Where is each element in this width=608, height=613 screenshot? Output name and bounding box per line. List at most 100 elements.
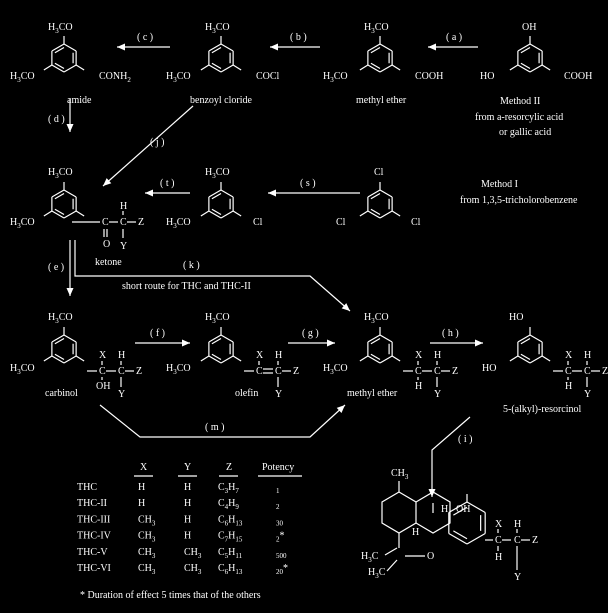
hydroxy-label: OH [522,22,536,33]
ring-double-bond [520,62,531,70]
ring-bond [208,43,222,52]
trichlorobenzene-ring [367,189,393,219]
ring-bond [379,355,393,364]
lower-right-bond [75,64,85,71]
ring-bond [367,43,381,52]
table-header-cell: Potency [262,462,294,473]
ring-bond [466,532,486,545]
table-cell-potency: 20* [276,563,288,576]
arrowhead-icon [117,43,125,51]
left-methoxy-label: H3CO [166,363,191,376]
ring-bond [367,189,381,198]
y-group-label: Y [120,241,127,252]
ring-bond [529,43,543,52]
lower-left-bond [359,355,369,362]
arrowhead-icon [475,339,483,347]
arrowhead-icon [270,43,278,51]
ring-double-bond [54,62,65,70]
ring-bond [220,210,234,219]
ring-double-bond [211,62,222,70]
ring-double-bond [370,192,381,200]
resorcinol-ring [517,334,543,364]
hydroxy-label: HO [482,363,496,374]
z-group-label: Z [602,366,608,377]
arrowhead-icon [327,339,335,347]
step-label-t: ( t ) [160,178,174,189]
chloro-label: Cl [374,167,384,178]
ring-bond [51,355,65,364]
table-cell-y: H [184,498,191,509]
olefin-ring [208,334,234,364]
lower-right-bond [541,355,551,362]
left-methoxy-label: H3CO [10,217,35,230]
ring-bond [63,43,77,52]
top-methoxy-label: H3CO [205,22,230,35]
z-group-label: Z [452,366,458,377]
x-group-label: X [495,519,503,530]
ring-bond [220,64,234,73]
benzylic-carbon-label: C [565,366,572,377]
arrowhead-icon [66,288,74,296]
table-cell-x: H [138,482,145,493]
x-group-label: X [415,350,423,361]
methyl-ether-acid-ring [367,43,393,73]
ring-double-bond [54,46,65,54]
h-label: H [434,350,441,361]
ring-bond [63,334,77,343]
lower-left-bond [509,64,519,71]
ring-bond [466,501,486,514]
hydroxy-label: HO [509,312,523,323]
ring-bond [529,334,543,343]
table-cell-x: CH3 [138,531,156,544]
arrowhead-icon [341,303,350,311]
ring-bond [517,64,531,73]
lower-left-bond [43,64,53,71]
x-group-label: X [256,350,264,361]
methyl-label: CH3 [391,468,409,481]
table-cell-name: THC [77,482,97,493]
amide-ring [51,43,77,73]
ring-bond [51,210,65,219]
arrowhead-icon [66,124,74,132]
y-group-label: Y [118,389,125,400]
cyclohexane-ring [381,491,417,534]
z-group-label: Z [136,366,142,377]
table-header-cell: X [140,462,148,473]
ketone-label: ketone [95,257,122,268]
left-methoxy-label: H3CO [10,71,35,84]
method-1-source: from 1,3,5-tricholorobenzene [460,195,578,206]
step-label-a: ( a ) [446,32,462,43]
top-methoxy-label: H3CO [205,312,230,325]
table-cell-x: CH3 [138,514,156,527]
carbonyl-carbon-label: C [102,217,109,228]
h-label: H [412,527,419,538]
table-cell-y: H [184,531,191,542]
ring-bond [517,334,531,343]
step-label-b: ( b ) [290,32,307,43]
lower-right-bond [391,210,401,217]
method-2-source: from a-resorcylic acid [475,112,563,123]
arrow-e [66,240,74,296]
ring-bond [63,64,77,73]
resorcylic-acid-ring [517,43,543,73]
alpha-carbon-label: C [514,535,521,546]
lower-left-bond [200,210,210,217]
step-label-s: ( s ) [300,178,316,189]
bond-line [384,547,398,556]
ring-double-bond [211,192,222,200]
ring-bond [208,355,222,364]
table-cell-name: THC-III [77,514,110,525]
arrowhead-icon [428,43,436,51]
table-cell-potency: 2 [276,503,280,511]
table-cell-z: C3H7 [218,482,239,495]
y-group-label: Y [434,389,441,400]
ring-bond [379,43,393,52]
lower-right-bond [75,210,85,217]
pyran-oxygen-label: O [427,551,434,562]
amide-label: amide [67,95,92,106]
lower-right-bond [391,355,401,362]
table-cell-z: C4H9 [218,498,239,511]
ring-bond [220,189,234,198]
